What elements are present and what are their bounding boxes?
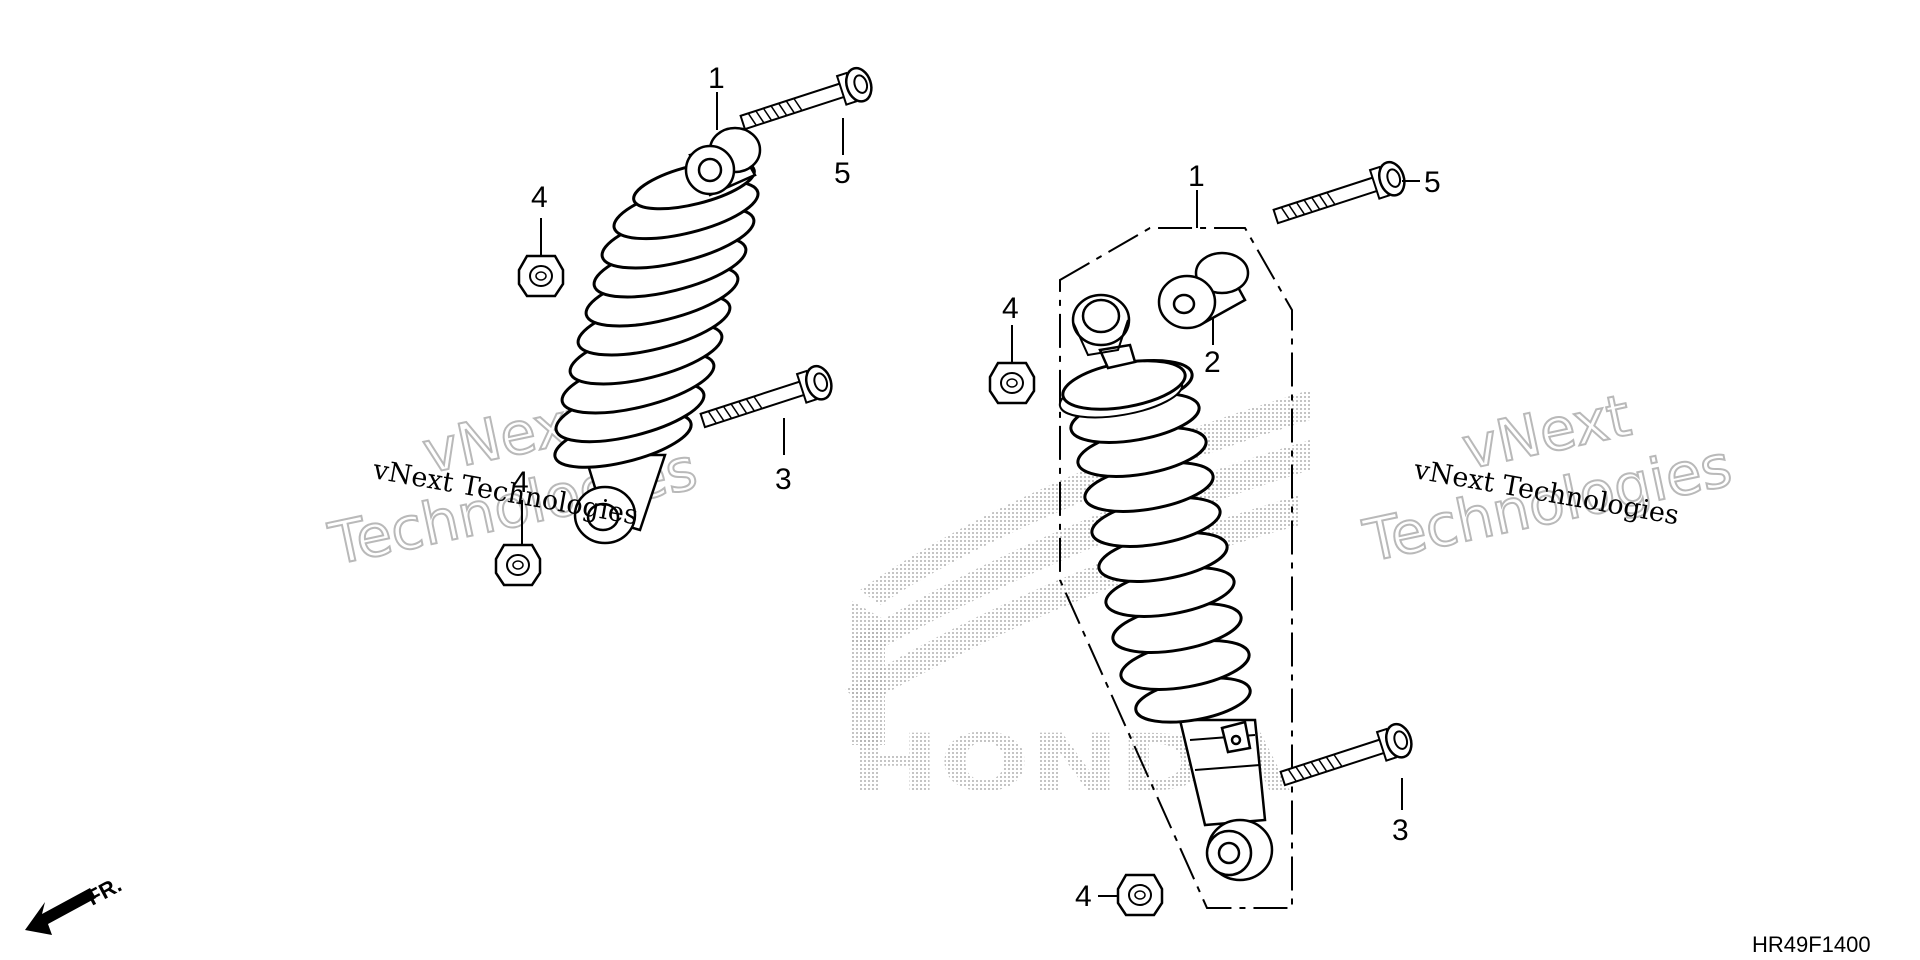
right-bushing xyxy=(1157,251,1250,330)
callout-left-bolt-lower: 3 xyxy=(775,463,792,496)
callout-left-nut-lower: 4 xyxy=(512,466,529,499)
callout-left-bolt-top: 5 xyxy=(834,157,851,190)
callout-right-bushing: 2 xyxy=(1204,346,1221,379)
left-shock-absorber xyxy=(553,126,762,545)
left-bolt-top xyxy=(736,63,877,140)
diagram-code: HR49F1400 xyxy=(1752,932,1871,957)
left-nut-lower xyxy=(494,543,542,587)
left-nut-top xyxy=(517,254,565,298)
callout-right-bolt-lower: 3 xyxy=(1392,814,1409,847)
callout-right-assembly: 1 xyxy=(1188,160,1205,193)
front-arrow-icon xyxy=(25,888,96,935)
callout-left-spring: 1 xyxy=(708,62,725,95)
right-nut-top xyxy=(988,361,1036,405)
right-shock-absorber xyxy=(1058,293,1274,882)
right-bolt-lower xyxy=(1276,719,1417,796)
assembly-outline xyxy=(1059,227,1293,909)
watermark-large-right: vNext Technologies xyxy=(1357,380,1739,576)
callout-left-nut-top: 4 xyxy=(531,181,548,214)
right-nut-lower xyxy=(1116,873,1164,917)
callout-right-bolt-top: 5 xyxy=(1424,166,1441,199)
right-bolt-top xyxy=(1269,157,1410,234)
callout-right-nut-lower: 4 xyxy=(1075,880,1092,913)
left-bolt-lower xyxy=(696,361,837,438)
callout-right-nut-top: 4 xyxy=(1002,292,1019,325)
front-indicator-label: FR. xyxy=(83,872,126,911)
